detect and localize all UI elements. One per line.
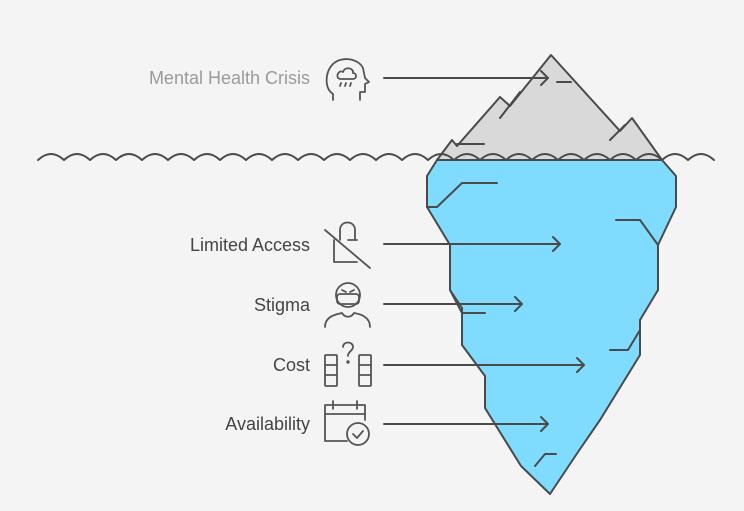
label-cost: Cost <box>272 355 310 375</box>
calendar-check-icon <box>324 400 370 446</box>
label-limited-access: Limited Access <box>189 235 310 255</box>
masked-person-icon <box>324 282 371 328</box>
question-bars-icon <box>324 341 372 387</box>
brain-cloud-head-icon <box>325 58 370 101</box>
iceberg-underwater <box>426 159 677 495</box>
iceberg-tip <box>436 54 663 161</box>
lock-off-icon <box>324 221 371 269</box>
top-label: Mental Health Crisis <box>148 68 310 88</box>
water-line <box>37 153 715 161</box>
label-stigma: Stigma <box>253 295 310 315</box>
iceberg-detail-lines <box>426 81 659 467</box>
label-availability: Availability <box>225 414 310 434</box>
arrows <box>383 70 585 432</box>
